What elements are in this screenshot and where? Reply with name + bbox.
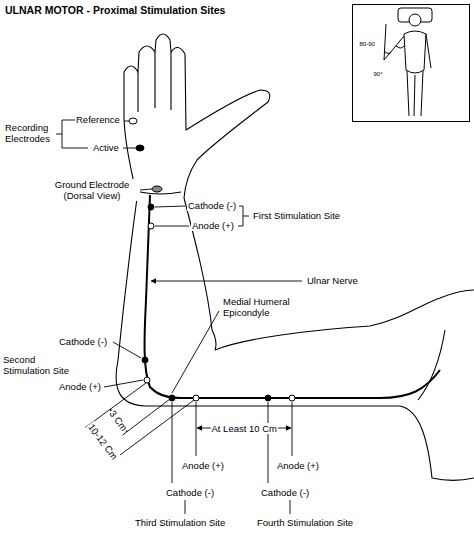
electrodes <box>129 118 295 401</box>
cathode-electrode <box>169 395 175 401</box>
cathode-electrode <box>142 357 148 363</box>
ulnar-nerve <box>145 195 440 398</box>
callout-label: At Least 10 Cm <box>211 423 278 434</box>
callout-label: 3 Cm <box>106 407 130 434</box>
callout-label: Anode (+) <box>191 220 235 231</box>
callout-label: 90° <box>373 71 384 78</box>
diagram-title: ULNAR MOTOR - Proximal Stimulation Sites <box>5 4 225 16</box>
callout-label: Cathode (-) <box>187 200 237 211</box>
position-inset <box>353 5 470 122</box>
inset-frame <box>353 5 470 122</box>
finger-lines <box>138 52 171 112</box>
anode-electrode <box>289 395 295 401</box>
torso-edge <box>400 406 474 480</box>
hand-outline <box>124 34 270 198</box>
cathode-electrode <box>265 395 271 401</box>
upper-arm-edge <box>215 290 474 350</box>
forearm-ulnar-edge <box>116 198 400 406</box>
anode-electrode <box>148 223 154 229</box>
callout-label: Ground Electrode (Dorsal View) <box>45 179 139 202</box>
cathode-electrode <box>148 204 154 210</box>
callout-label: Active <box>92 142 120 153</box>
callout-label: First Stimulation Site <box>252 210 341 221</box>
callout-label: Anode (+) <box>58 381 102 392</box>
angle-arc <box>396 46 404 48</box>
bracket <box>238 206 249 226</box>
patient-abducted-arm <box>384 24 404 60</box>
arm-outline <box>116 34 474 480</box>
callout-label: Reference <box>75 114 121 125</box>
callout-label: 80-90 <box>359 41 376 48</box>
callout-label: Third Stimulation Site <box>134 517 226 528</box>
chest-line <box>418 330 445 400</box>
callout-label: Fourth Stimulation Site <box>256 517 354 528</box>
callout-label: Second Stimulation Site <box>2 354 80 377</box>
leader-line <box>172 311 219 393</box>
leader-line <box>155 206 189 226</box>
callout-label: Ulnar Nerve <box>306 275 359 286</box>
patient-right-arm <box>426 34 431 68</box>
angle-arc <box>385 52 391 54</box>
callout-label: Cathode (-) <box>58 336 108 347</box>
patient-head <box>409 14 421 26</box>
active-electrode <box>136 145 144 151</box>
wrist-crease <box>140 192 181 194</box>
callout-label: Recording Electrodes <box>4 122 56 145</box>
callout-label: Cathode (-) <box>260 487 310 498</box>
leader-line <box>123 121 136 148</box>
callout-label: Anode (+) <box>276 460 320 471</box>
ground-electrode <box>152 186 162 192</box>
leader-line <box>185 500 290 514</box>
callout-label: Medial Humeral Epicondyle <box>222 296 314 319</box>
callout-label: Anode (+) <box>181 460 225 471</box>
reference-electrode <box>129 118 137 124</box>
patient-legs <box>407 71 423 116</box>
leader-line <box>140 189 152 190</box>
leader-line <box>104 342 143 387</box>
pointer-arrow <box>151 281 302 282</box>
extension-line <box>85 383 194 462</box>
patient-torso <box>404 31 426 73</box>
anode-electrode <box>144 377 150 383</box>
callout-label: Cathode (-) <box>165 487 215 498</box>
